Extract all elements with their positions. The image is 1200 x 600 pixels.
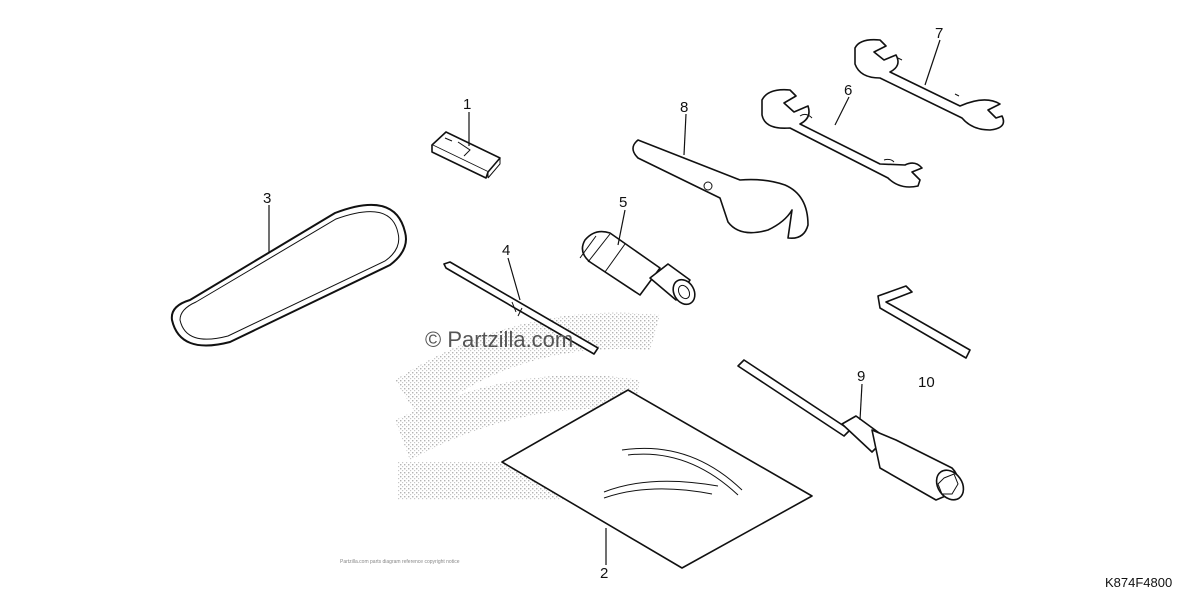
part-7-wrench bbox=[854, 38, 1005, 131]
part-1-clip bbox=[431, 131, 501, 179]
partzilla-watermark: © Partzilla.com bbox=[425, 327, 573, 352]
callout-7: 7 bbox=[935, 25, 943, 42]
diagram-code: K874F4800 bbox=[1105, 575, 1172, 590]
part-8-pin-spanner bbox=[632, 139, 809, 240]
callout-1: 1 bbox=[463, 96, 471, 113]
part-3-belt bbox=[170, 204, 407, 347]
part-9-spark-plug-wrench bbox=[737, 359, 965, 501]
callout-4: 4 bbox=[502, 242, 510, 259]
part-2-bag bbox=[501, 389, 813, 569]
part-6-wrench bbox=[761, 88, 923, 188]
callout-labels: 1 2 3 4 5 6 7 8 9 10 bbox=[263, 25, 943, 582]
leader-lines bbox=[268, 39, 941, 565]
callout-3: 3 bbox=[263, 190, 271, 207]
part-10-hex-key bbox=[877, 285, 971, 359]
callout-6: 6 bbox=[844, 82, 852, 99]
callout-2: 2 bbox=[600, 565, 608, 582]
callout-10: 10 bbox=[918, 374, 935, 391]
callout-5: 5 bbox=[619, 194, 627, 211]
callout-9: 9 bbox=[857, 368, 865, 385]
fine-print: Partzilla.com parts diagram reference co… bbox=[340, 559, 460, 565]
part-5-handle bbox=[579, 230, 696, 306]
callout-8: 8 bbox=[680, 99, 688, 116]
part-4-screwdriver bbox=[443, 261, 599, 355]
